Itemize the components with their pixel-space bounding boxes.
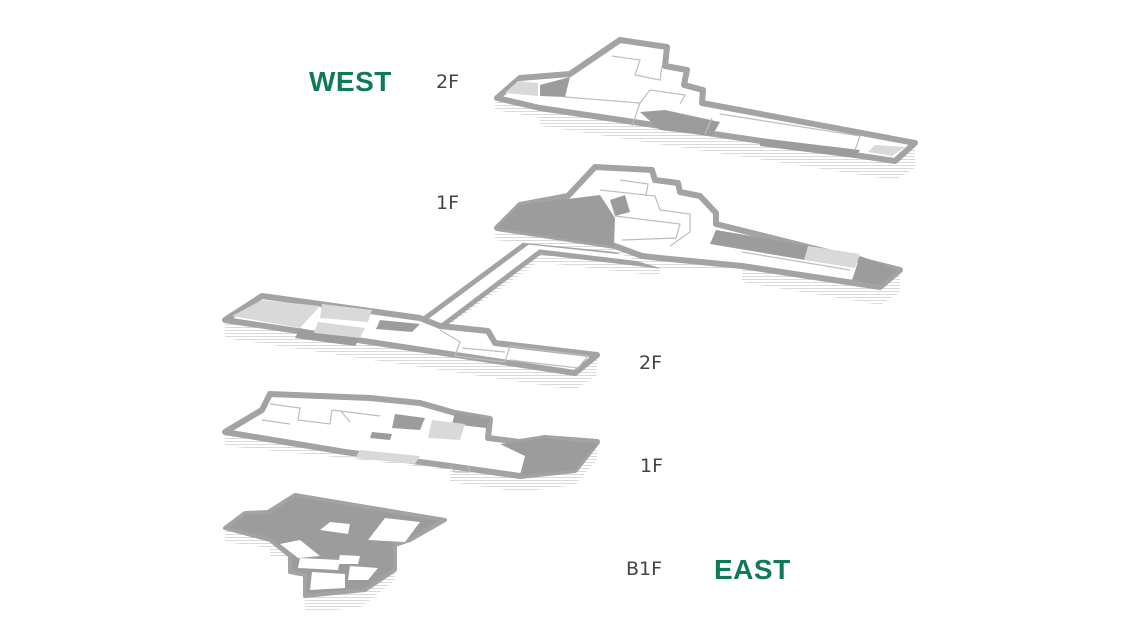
floor-west-2f-slab <box>494 37 918 164</box>
floor-east-2f[interactable] <box>222 293 600 390</box>
floor-label-east-1f[interactable]: 1F <box>640 455 664 477</box>
building-label-west[interactable]: WEST <box>309 66 392 97</box>
floor-east-1f-slab <box>222 391 600 479</box>
floor-west-1f-rooms <box>497 179 898 285</box>
floor-west-1f-edge <box>495 232 900 305</box>
building-label-east[interactable]: EAST <box>714 554 791 585</box>
floor-label-west-2f[interactable]: 2F <box>436 71 460 93</box>
floor-west-2f[interactable] <box>494 37 918 180</box>
floor-east-b1f[interactable] <box>223 493 447 612</box>
floor-east-1f[interactable] <box>222 391 600 492</box>
floor-label-east-b1f[interactable]: B1F <box>626 558 663 580</box>
floor-label-west-1f[interactable]: 1F <box>436 192 460 214</box>
floor-east-1f-rooms <box>261 403 597 475</box>
floor-east-2f-rooms <box>232 300 590 369</box>
floor-label-east-2f[interactable]: 2F <box>639 352 663 374</box>
floor-east-b1f-edge <box>225 530 395 612</box>
floor-east-b1f-rooms <box>280 518 420 590</box>
floor-west-1f[interactable] <box>494 164 903 305</box>
floor-east-2f-slab <box>222 293 600 376</box>
floor-west-2f-rooms <box>505 55 905 158</box>
